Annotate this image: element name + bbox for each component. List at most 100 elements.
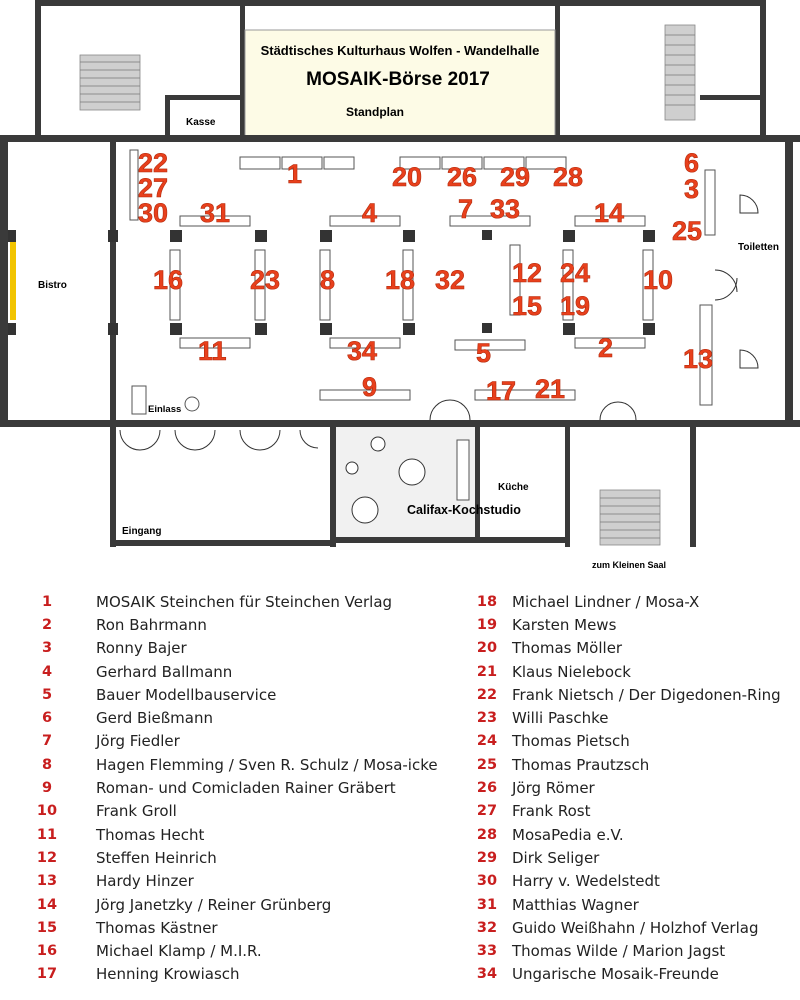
legend-exhibitor-name: Henning Krowiasch [96,965,240,984]
legend-number: 15 [36,919,58,936]
legend-exhibitor-name: Thomas Kästner [96,918,218,937]
booth-number: 10 [643,265,673,295]
legend-exhibitor-name: Thomas Pietsch [512,732,630,751]
legend-row: 25 Thomas Prautzsch [470,753,781,776]
legend-number: 7 [41,733,53,750]
legend-number: 5 [41,686,53,703]
booth-number: 11 [198,336,227,366]
legend-exhibitor-name: Steffen Heinrich [96,848,217,867]
legend-number: 27 [476,803,498,820]
room-bistro: Bistro [38,280,67,291]
booth-number: 12 [512,258,542,288]
legend-number: 31 [476,896,498,913]
legend-exhibitor-name: Hagen Flemming / Sven R. Schulz / Mosa-i… [96,755,438,774]
booth-number: 3 [684,174,699,204]
booth-number: 5 [476,338,491,368]
legend-row: 24 Thomas Pietsch [470,730,781,753]
legend-exhibitor-name: Frank Nietsch / Der Digedonen-Ring [512,685,781,704]
legend-number: 19 [476,616,498,633]
floor-plan: Städtisches Kulturhaus Wolfen - Wandelha… [0,0,800,570]
legend-row: 32 Guido Weißhahn / Holzhof Verlag [470,916,781,939]
legend-exhibitor-name: Dirk Seliger [512,848,600,867]
legend-row: 11 Thomas Hecht [30,823,438,846]
legend-exhibitor-name: Frank Rost [512,802,591,821]
legend-exhibitor-name: Ungarische Mosaik-Freunde [512,965,719,984]
booth-number: 18 [385,265,415,295]
booth-number: 16 [153,265,183,295]
legend-exhibitor-name: Jörg Fiedler [96,732,180,751]
legend-number: 6 [41,710,53,727]
legend-number: 14 [36,896,58,913]
legend-number: 22 [476,686,498,703]
legend-exhibitor-name: Roman- und Comicladen Rainer Gräbert [96,779,396,798]
legend-number: 30 [476,873,498,890]
legend-exhibitor-name: Jörg Janetzky / Reiner Grünberg [96,895,332,914]
legend-row: 2 Ron Bahrmann [30,613,438,636]
legend-row: 15 Thomas Kästner [30,916,438,939]
legend-exhibitor-name: Thomas Hecht [96,825,205,844]
booth-number: 2 [598,333,613,363]
booth-number: 8 [320,265,335,295]
legend-number: 25 [476,756,498,773]
legend-number: 24 [476,733,498,750]
legend-number: 29 [476,849,498,866]
room-kasse: Kasse [186,117,216,128]
booth-number: 13 [683,344,713,374]
booth-number: 22 [138,148,168,178]
legend-number: 11 [36,826,58,843]
legend-exhibitor-name: MosaPedia e.V. [512,825,624,844]
room-kleiner-saal: zum Kleinen Saal [592,560,666,570]
legend-exhibitor-name: Gerhard Ballmann [96,662,233,681]
room-einlass: Einlass [148,404,181,415]
legend-exhibitor-name: Thomas Prautzsch [512,755,650,774]
plan-event-title: MOSAIK-Börse 2017 [306,69,490,90]
legend-exhibitor-name: Thomas Wilde / Marion Jagst [512,942,726,961]
legend-exhibitor-name: Michael Klamp / M.I.R. [96,942,262,961]
legend-row: 22 Frank Nietsch / Der Digedonen-Ring [470,683,781,706]
legend-number: 32 [476,919,498,936]
plan-venue-title: Städtisches Kulturhaus Wolfen - Wandelha… [261,43,540,58]
legend-row: 29 Dirk Seliger [470,846,781,869]
legend-number: 20 [476,640,498,657]
legend-row: 20 Thomas Möller [470,637,781,660]
booth-number: 34 [347,336,377,366]
legend-exhibitor-name: Klaus Nielebock [512,662,631,681]
booth-number: 27 [138,173,168,203]
booth-number: 9 [362,372,377,402]
legend-number: 18 [476,593,498,610]
booth-number: 20 [392,162,422,192]
legend-number: 23 [476,710,498,727]
booth-number: 32 [435,265,465,295]
legend-exhibitor-name: Hardy Hinzer [96,872,194,891]
booth-number: 25 [672,216,702,246]
legend-number: 21 [476,663,498,680]
legend-number: 10 [36,803,58,820]
booth-number: 21 [535,374,565,404]
legend-exhibitor-name: Guido Weißhahn / Holzhof Verlag [512,918,759,937]
legend-exhibitor-name: Jörg Römer [512,779,595,798]
booth-number: 4 [362,198,377,228]
legend-number: 2 [41,616,53,633]
legend-exhibitor-name: Thomas Möller [512,639,623,658]
booth-number: 14 [594,198,624,228]
booth-number: 1 [287,159,302,189]
legend-exhibitor-name: MOSAIK Steinchen für Steinchen Verlag [96,592,393,611]
legend-number: 33 [476,943,498,960]
legend-exhibitor-name: Ron Bahrmann [96,615,207,634]
booth-number: 26 [447,162,477,192]
booth-number: 30 [138,198,168,228]
legend-number: 9 [41,780,53,797]
booth-number: 29 [500,162,530,192]
